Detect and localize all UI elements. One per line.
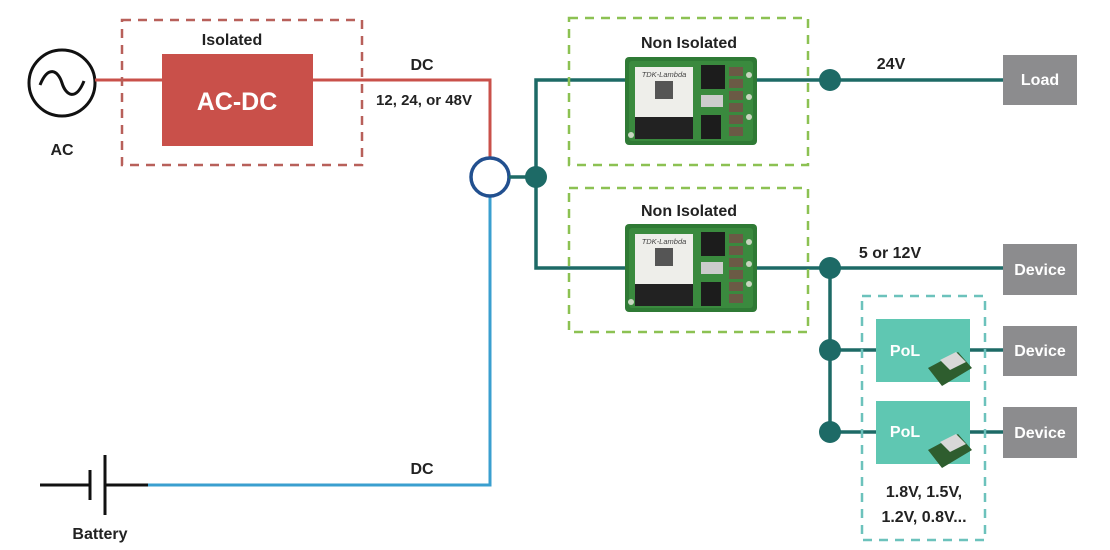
ac-label: AC <box>50 142 74 159</box>
load-box <box>1003 55 1077 105</box>
non-isolated-boundary-1 <box>567 16 810 167</box>
battery-line <box>148 196 492 487</box>
or-junction <box>469 156 511 198</box>
dc-label: DC <box>410 57 434 74</box>
device-label-3: Device <box>1014 425 1066 442</box>
device-box-3 <box>1003 407 1077 458</box>
sine-wave-icon <box>27 48 97 118</box>
device-box-2 <box>1003 326 1077 376</box>
non-isolated-title-1: Non Isolated <box>641 35 737 52</box>
ac-dc-label: AC-DC <box>197 88 278 116</box>
ac-dc-converter <box>162 54 313 146</box>
battery-symbol-icon <box>40 455 148 515</box>
ac-source: AC <box>27 48 97 159</box>
module-marking-2: TDK-Lambda <box>642 237 687 246</box>
pol-voltages-line1: 1.8V, 1.5V, <box>886 484 962 501</box>
non-isolated-boundary-2 <box>567 186 810 334</box>
pol-boundary <box>860 294 987 542</box>
load-label: Load <box>1021 72 1059 89</box>
isolated-title: Isolated <box>202 32 262 49</box>
battery-label: Battery <box>72 526 127 543</box>
battery-dc-label: DC <box>410 461 434 478</box>
device-label-2: Device <box>1014 343 1066 360</box>
module-marking-1: TDK-Lambda <box>642 70 687 79</box>
pol-voltages-line2: 1.2V, 0.8V... <box>881 509 966 526</box>
pol-label-1: PoL <box>890 343 920 360</box>
non-isolated-title-2: Non Isolated <box>641 203 737 220</box>
pol-label-2: PoL <box>890 424 920 441</box>
device-box-1 <box>1003 244 1077 295</box>
output-voltage-2: 5 or 12V <box>859 245 922 262</box>
output-voltage-1: 24V <box>877 56 906 73</box>
isolated-boundary <box>120 18 364 167</box>
bus-nodes <box>525 69 841 443</box>
dc-voltage-label: 12, 24, or 48V <box>376 92 472 109</box>
device-label-1: Device <box>1014 262 1066 279</box>
